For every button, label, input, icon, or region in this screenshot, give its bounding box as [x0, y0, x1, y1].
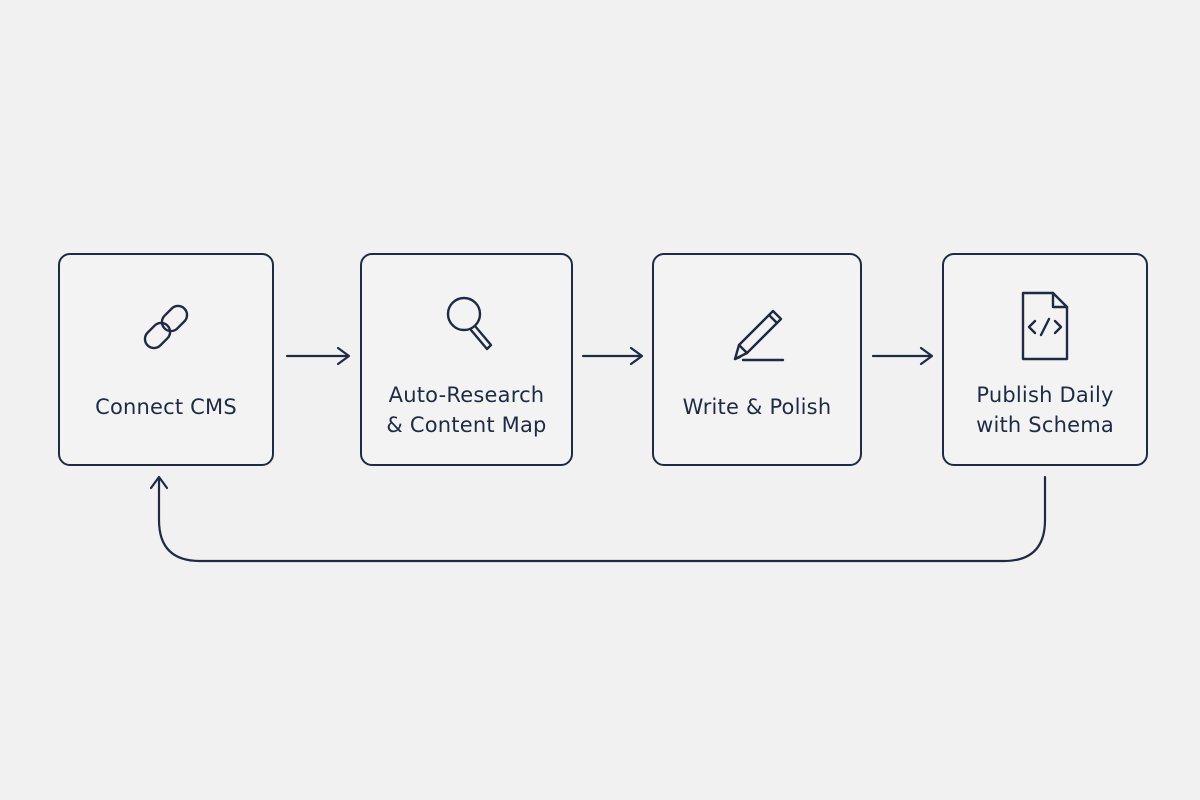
- step-auto-research: Auto-Research & Content Map: [360, 253, 573, 466]
- code-document-icon: [1005, 287, 1085, 367]
- magnifying-glass-icon: [427, 287, 507, 367]
- step-label-line: Auto-Research: [388, 383, 545, 407]
- step-connect-cms: Connect CMS: [58, 253, 274, 466]
- step-label: Publish Daily with Schema: [944, 380, 1146, 440]
- arrow-step3-to-step4: [871, 346, 934, 366]
- step-label: Write & Polish: [654, 392, 860, 422]
- arrow-step1-to-step2: [285, 346, 351, 366]
- step-label: Auto-Research & Content Map: [362, 380, 571, 440]
- step-label: Connect CMS: [60, 392, 272, 422]
- step-publish-daily: Publish Daily with Schema: [942, 253, 1148, 466]
- step-label-line: with Schema: [976, 413, 1114, 437]
- step-label-line: & Content Map: [386, 413, 547, 437]
- step-label-line: Write & Polish: [682, 395, 832, 419]
- step-label-line: Publish Daily: [976, 383, 1114, 407]
- step-label-line: Connect CMS: [95, 395, 237, 419]
- step-write-polish: Write & Polish: [652, 253, 862, 466]
- link-icon: [126, 287, 206, 367]
- arrow-step2-to-step3: [581, 346, 644, 366]
- pencil-icon: [717, 287, 797, 367]
- loop-back-arrow: [149, 475, 1047, 563]
